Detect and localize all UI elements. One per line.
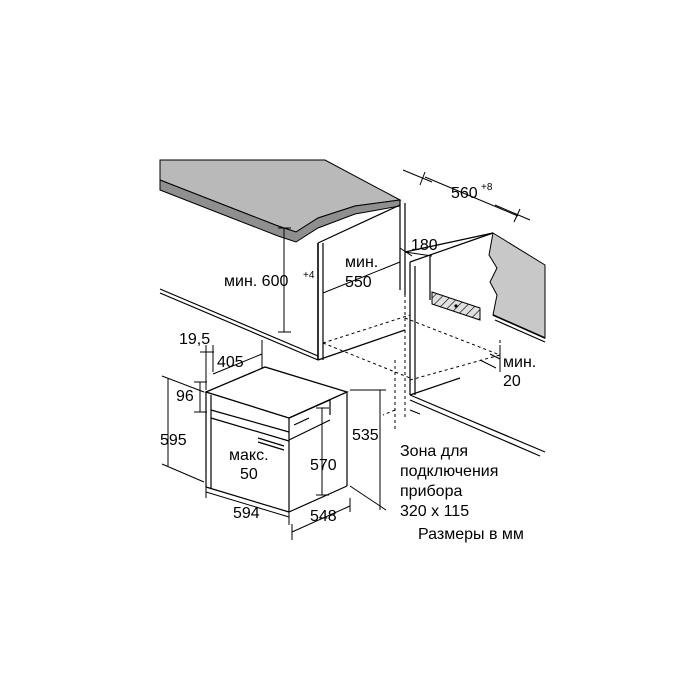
label-max-50-line1: макс. <box>229 447 269 464</box>
label-min-20-line2: 20 <box>503 373 521 390</box>
label-min-600: мин. 600 <box>224 273 288 290</box>
wall-section <box>488 232 546 343</box>
label-560: 560 <box>451 185 478 202</box>
label-min-20-line1: мин. <box>503 354 536 371</box>
label-570: 570 <box>310 457 337 474</box>
zone-line-1: Зона для <box>400 443 468 460</box>
connection-zone-note: Зона для подключения прибора 320 x 115 <box>400 443 498 520</box>
countertop <box>159 159 402 243</box>
label-180: 180 <box>411 237 438 254</box>
label-535: 535 <box>352 427 379 444</box>
label-max-50-line2: 50 <box>240 466 258 483</box>
zone-line-4: 320 x 115 <box>400 503 469 520</box>
zone-line-3: прибора <box>400 483 462 500</box>
label-594: 594 <box>233 505 260 522</box>
zone-line-2: подключения <box>400 463 498 480</box>
label-595: 595 <box>160 432 187 449</box>
label-min-550-line1: мин. <box>345 254 378 271</box>
label-560-tolerance: +8 <box>481 182 493 193</box>
units-caption: Размеры в мм <box>418 526 524 543</box>
label-405: 405 <box>217 354 244 371</box>
label-min-550-line2: 550 <box>345 274 372 291</box>
label-600-tolerance: +4 <box>303 270 315 281</box>
connection-zone <box>431 291 481 321</box>
label-19-5: 19,5 <box>179 331 210 348</box>
label-548: 548 <box>310 508 337 525</box>
dimension-labels: 560 +8 мин. 600 +4 мин. 550 180 мин. 20 … <box>160 182 536 525</box>
label-96: 96 <box>176 388 194 405</box>
oven <box>204 366 349 513</box>
dimension-lines <box>161 169 531 540</box>
cabinet-niche <box>159 200 546 457</box>
